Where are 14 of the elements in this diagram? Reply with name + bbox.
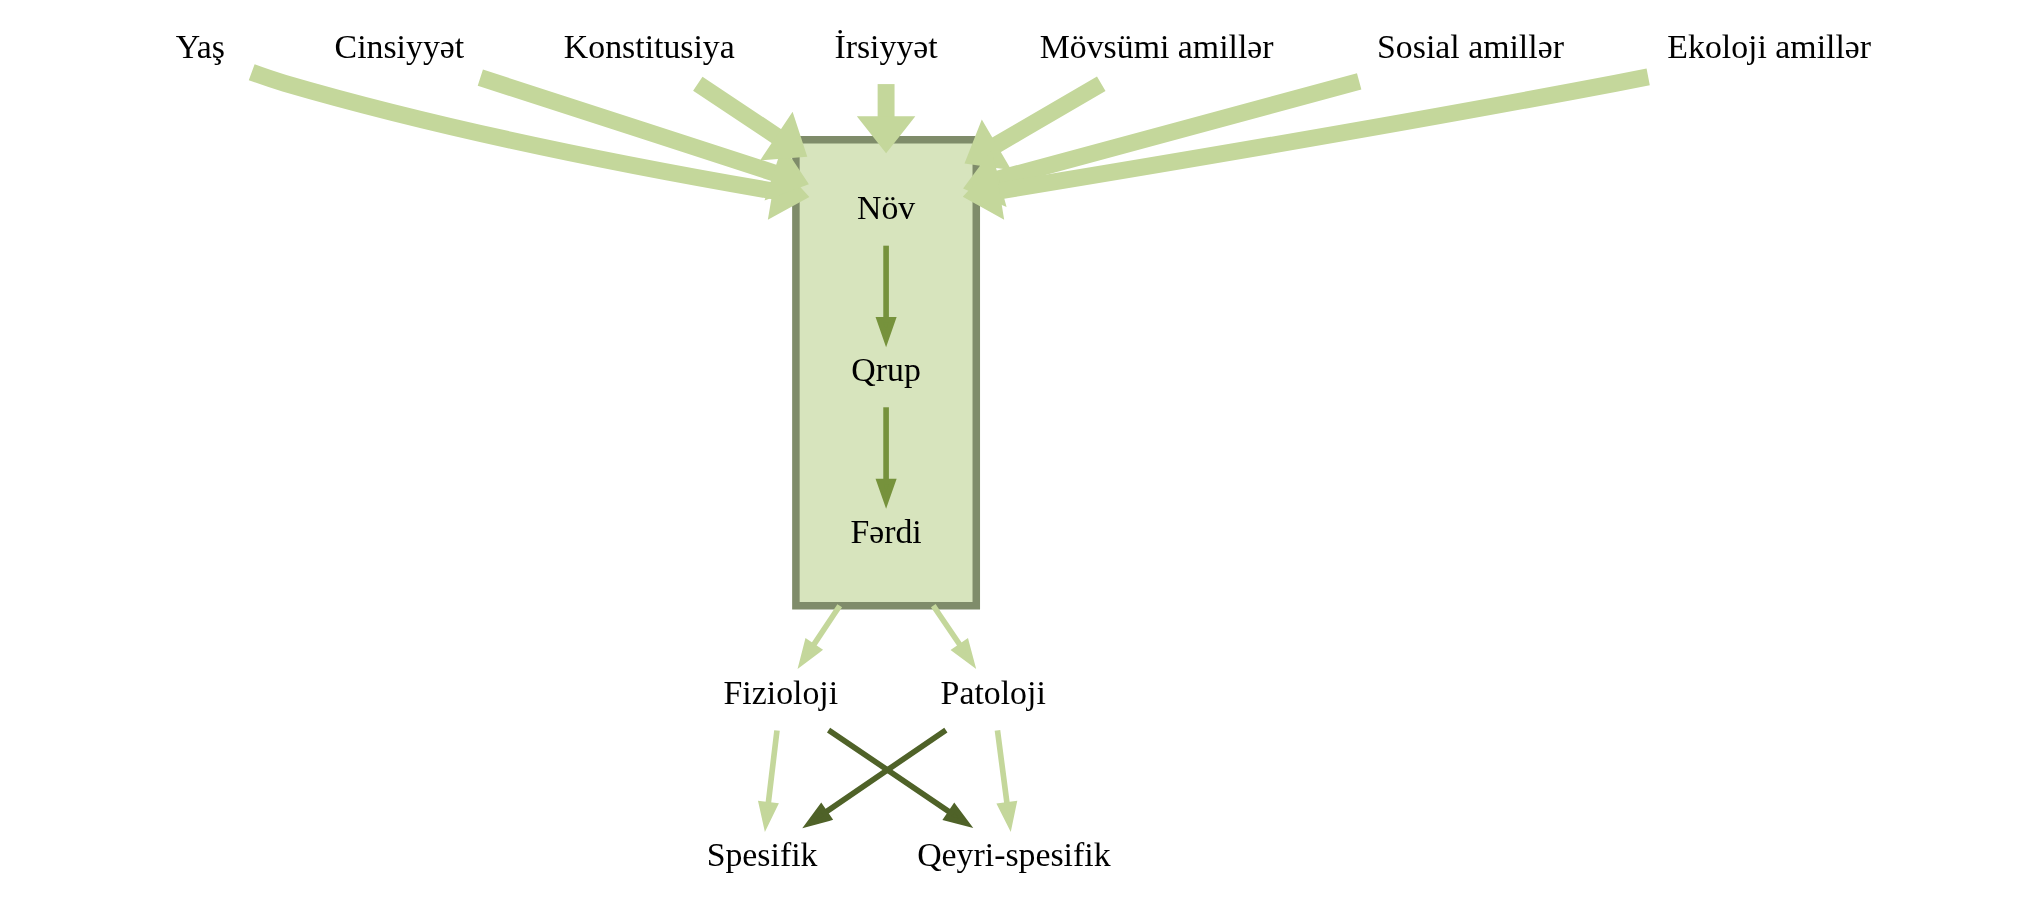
node-text: Patoloji (940, 674, 1046, 712)
node-text: Yaş (175, 27, 225, 65)
node-text: Spesifik (706, 835, 818, 873)
node-text: İrsiyyət (834, 27, 938, 65)
node-text: Fizioloji (723, 674, 839, 712)
node-text: Sosial amillər (1377, 27, 1564, 65)
node-text: Cinsiyyət (334, 27, 465, 65)
node-text: Qeyri-spesifik (917, 835, 1111, 873)
node-text: Fərdi (850, 512, 922, 550)
node-text: Növ (856, 189, 916, 227)
node-text: Mövsümi amillər (1039, 27, 1274, 65)
node-text: Qrup (851, 350, 921, 388)
node-text: Ekoloji amillər (1667, 27, 1872, 65)
node-text: Konstitusiya (563, 27, 735, 65)
